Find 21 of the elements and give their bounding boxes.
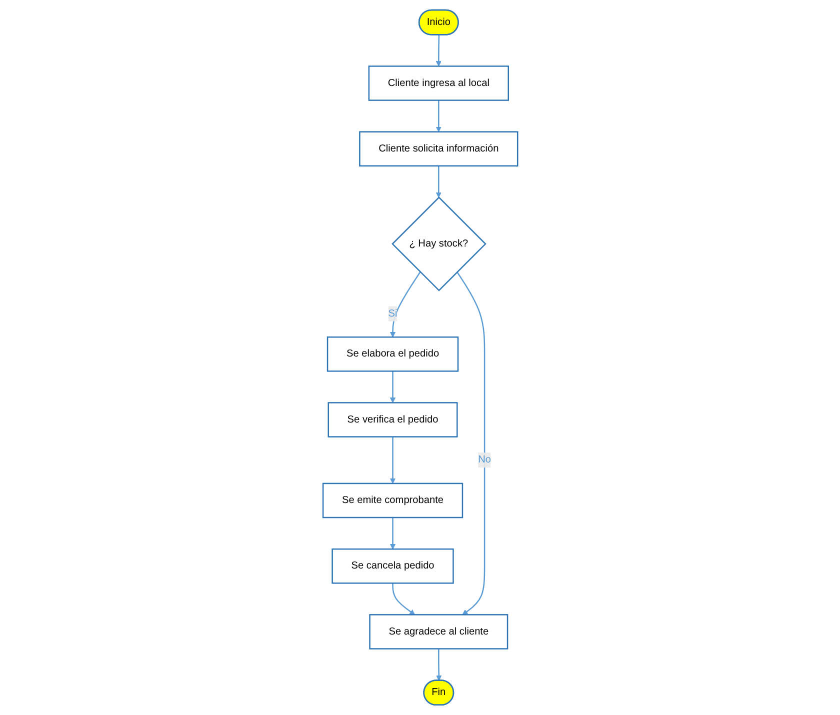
node-box — [322, 482, 463, 518]
edge-label: No — [478, 454, 491, 466]
arrow — [390, 371, 396, 403]
arrow — [392, 583, 415, 615]
flowchart: Si No Inicio Cliente ingresa al local Cliente solicita información ¿ Hay stock? Se elabora el pedido Se verifica el pedido Se emite comprobante Se cancela pedido Se agradece al cliente Fin — [318, 5, 522, 710]
node-box — [326, 336, 458, 372]
node-box — [368, 614, 508, 650]
node-box — [327, 402, 458, 438]
arrow — [436, 648, 442, 681]
arrow — [436, 34, 442, 66]
node-diamond — [391, 196, 486, 292]
edge-label: Si — [388, 308, 397, 319]
arrow — [390, 518, 396, 550]
arrow — [390, 436, 396, 484]
arrow — [436, 100, 442, 132]
arrow — [436, 166, 442, 198]
arrow — [456, 272, 485, 615]
node-box — [331, 548, 454, 584]
arrow — [390, 272, 420, 338]
node-box — [358, 131, 518, 167]
node-box — [368, 66, 509, 101]
